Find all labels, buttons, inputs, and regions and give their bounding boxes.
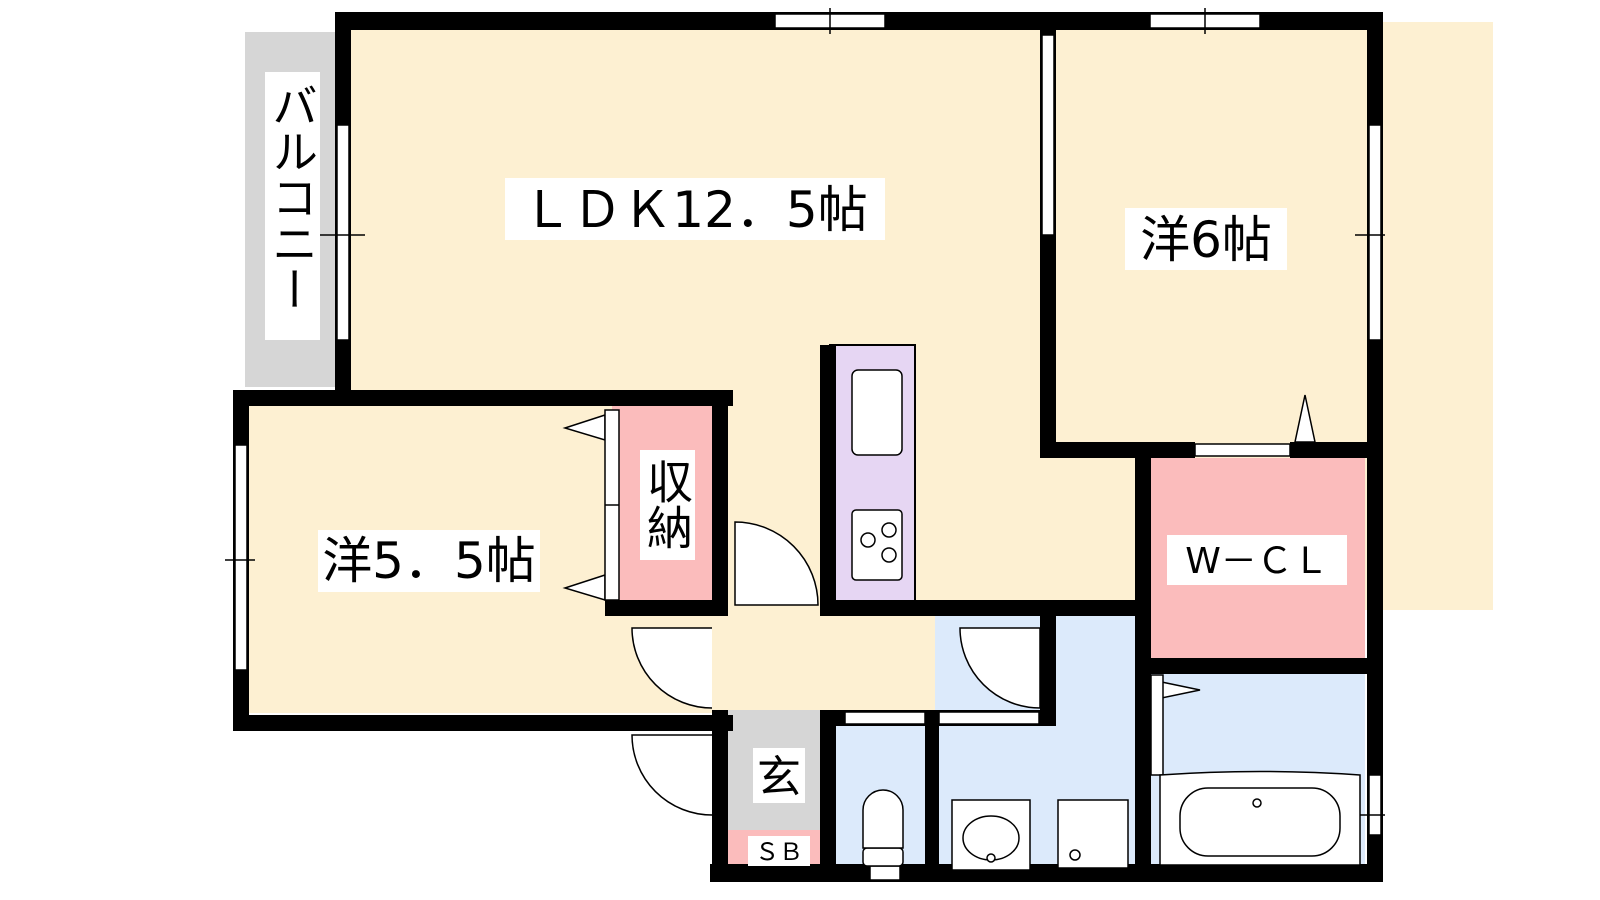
shoe-box-label: ＳＢ	[755, 838, 803, 866]
bathtub-icon	[1159, 770, 1361, 866]
storage-label-bg	[640, 450, 695, 560]
windows	[234, 13, 1382, 881]
washbasin-icon	[951, 799, 1031, 871]
western-5-5-label: 洋5．5帖	[322, 532, 536, 590]
storage-label: 収納	[640, 458, 694, 550]
stove-icon	[851, 509, 903, 581]
sink-icon	[851, 369, 903, 456]
walk-in-closet-label-bg	[1167, 535, 1347, 585]
entrance-label-bg	[753, 748, 805, 803]
shoe-box-label-bg	[748, 836, 810, 866]
burner-icon	[881, 522, 897, 538]
toilet-icon	[862, 789, 904, 867]
washing-machine-icon	[1057, 799, 1129, 869]
ldk-label: ＬＤＫ12．5帖	[522, 181, 867, 239]
doors	[562, 394, 1316, 816]
burner-icon	[881, 547, 897, 563]
entrance-label: 玄	[757, 752, 801, 803]
walk-in-closet-label: W－ＣＬ	[1185, 541, 1329, 582]
western-5-5-label-bg	[318, 530, 540, 592]
bath-door-frame	[1150, 674, 1164, 776]
ldk-label-bg	[505, 178, 885, 240]
western-6-label: 洋6帖	[1140, 211, 1272, 269]
balcony-label: バルコニー	[265, 82, 319, 312]
balcony-label-bg	[265, 72, 320, 340]
western-6-label-bg	[1125, 208, 1287, 270]
burner-icon	[860, 532, 876, 548]
